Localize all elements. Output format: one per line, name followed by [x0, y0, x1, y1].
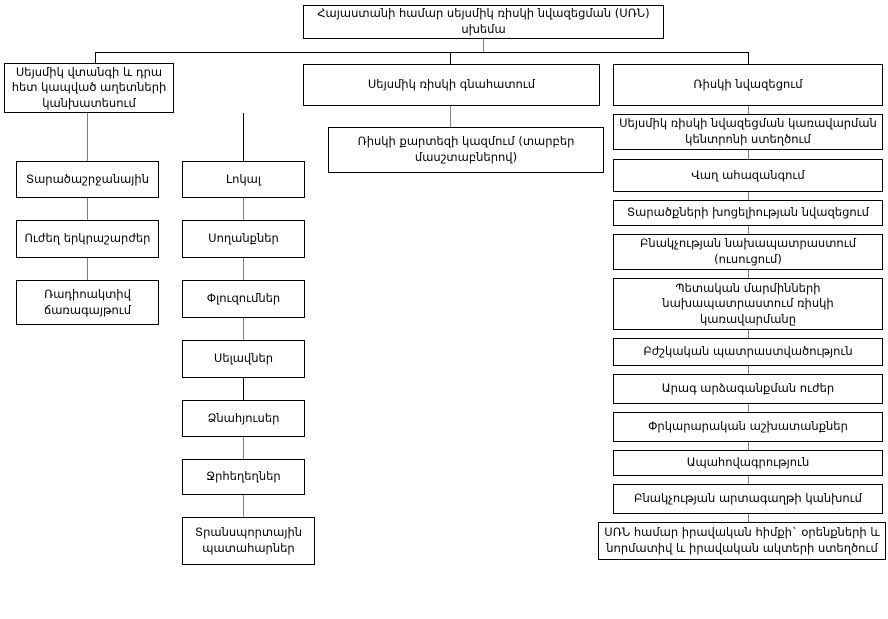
node-early-warning[interactable]: Վաղ ահազանգում	[613, 159, 883, 192]
node-branch-hazard-forecast-label: Սեյսմիկ վտանգի և դրա հետ կապված աղետների…	[11, 64, 167, 110]
node-avalanches[interactable]: Ձնահյուսեր	[182, 400, 305, 437]
connector-bus-to-branch-1	[95, 52, 96, 64]
node-prevent-emigration-label: Բնակչության արտագաղթի կանխում	[634, 491, 862, 506]
connector-local-3-4	[243, 318, 244, 340]
connector-reduction-7-8	[748, 404, 749, 412]
node-mudflows[interactable]: Սելավներ	[182, 340, 305, 378]
node-prevent-emigration[interactable]: Բնակչության արտագաղթի կանխում	[613, 484, 883, 514]
connector-reduction-3-4	[748, 226, 749, 234]
node-regional[interactable]: Տարածաշրջանային	[16, 161, 159, 198]
node-strong-earthquakes[interactable]: Ուժեղ երկրաշարժեր	[16, 220, 159, 258]
connector-regional-1-2	[87, 198, 88, 220]
node-branch-risk-assessment-label: Սեյսմիկ ռիսկի գնահատում	[367, 77, 536, 92]
node-floods-label: Ջրհեղեղներ	[206, 469, 281, 484]
node-radioactive-radiation[interactable]: Ռադիոակտիվ ճառագայթում	[16, 280, 159, 325]
connector-local-4-5	[243, 378, 244, 400]
node-public-preparedness[interactable]: Բնակչության նախապատրաստում (ուսուցում)	[613, 234, 883, 270]
node-collapses-label: Փլուզումներ	[206, 291, 281, 306]
node-insurance[interactable]: Ապահովագրություն	[613, 450, 883, 476]
connector-regional-2-3	[87, 258, 88, 280]
node-floods[interactable]: Ջրհեղեղներ	[182, 459, 305, 495]
connector-reduction-1-2	[748, 150, 749, 159]
connector-reduction-6-7	[748, 366, 749, 374]
node-vulnerability-reduction[interactable]: Տարածքների խոցելիության նվազեցում	[613, 200, 883, 226]
connector-reduction-5-6	[748, 330, 749, 338]
connector-reduction-10-11	[748, 514, 749, 522]
node-local[interactable]: Լոկալ	[182, 161, 305, 198]
node-risk-map-label: Ռիսկի քարտեզի կազմում (տարբեր մասշտաբներ…	[357, 134, 575, 164]
connector-local-5-6	[243, 437, 244, 459]
node-landslides-label: Սողանքներ	[208, 231, 279, 246]
connector-reduction-2-3	[748, 192, 749, 200]
node-rapid-response-forces[interactable]: Արագ արձագանքման ուժեր	[613, 374, 883, 404]
node-regional-label: Տարածաշրջանային	[25, 171, 150, 186]
connector-local-2-3	[243, 258, 244, 280]
node-branch-risk-reduction[interactable]: Ռիսկի նվազեցում	[613, 64, 883, 106]
node-strong-earthquakes-label: Ուժեղ երկրաշարժեր	[24, 231, 151, 246]
connector-branch1-to-regional	[87, 113, 88, 161]
node-state-bodies-preparedness[interactable]: Պետական մարմինների նախապատրաստում ռիսկի …	[613, 278, 883, 330]
connector-local-1-2	[243, 198, 244, 220]
connector-bus-to-branch-3	[748, 52, 749, 64]
connector-main-bus	[95, 52, 749, 53]
node-collapses[interactable]: Փլուզումներ	[182, 280, 305, 318]
node-landslides[interactable]: Սողանքներ	[182, 220, 305, 258]
node-root-title[interactable]: Հայաստանի համար սեյսմիկ ռիսկի նվազեցման …	[303, 5, 664, 39]
node-management-center-label: Սեյսմիկ ռիսկի նվազեցման կառավարման կենտր…	[619, 116, 877, 146]
node-root-title-label: Հայաստանի համար սեյսմիկ ռիսկի նվազեցման …	[317, 6, 650, 36]
node-branch-risk-assessment[interactable]: Սեյսմիկ ռիսկի գնահատում	[303, 64, 600, 106]
node-early-warning-label: Վաղ ահազանգում	[691, 167, 805, 182]
node-mudflows-label: Սելավներ	[213, 351, 274, 366]
node-insurance-label: Ապահովագրություն	[686, 455, 810, 470]
node-management-center[interactable]: Սեյսմիկ ռիսկի նվազեցման կառավարման կենտր…	[613, 114, 883, 150]
connector-reduction-4-5	[748, 270, 749, 278]
node-rescue-works-label: Փրկարարական աշխատանքներ	[648, 419, 848, 434]
node-rescue-works[interactable]: Փրկարարական աշխատանքներ	[613, 412, 883, 442]
node-transport-accidents-label: Տրանսպորտային պատահարներ	[194, 525, 303, 555]
node-state-bodies-preparedness-label: Պետական մարմինների նախապատրաստում ռիսկի …	[662, 280, 834, 326]
node-medical-preparedness-label: Բժշկական պատրաստվածություն	[643, 344, 853, 359]
node-risk-map[interactable]: Ռիսկի քարտեզի կազմում (տարբեր մասշտաբներ…	[328, 127, 604, 173]
node-rapid-response-forces-label: Արագ արձագանքման ուժեր	[661, 381, 835, 396]
node-local-label: Լոկալ	[225, 171, 262, 186]
node-vulnerability-reduction-label: Տարածքների խոցելիության նվազեցում	[627, 205, 869, 220]
connector-branch1-to-local	[243, 113, 244, 161]
node-legal-framework[interactable]: ՍՌՆ համար իրավական հիմքի` օրենքների և նո…	[598, 522, 886, 560]
connector-bus-to-branch-2	[450, 52, 451, 64]
node-transport-accidents[interactable]: Տրանսպորտային պատահարներ	[182, 517, 315, 565]
node-medical-preparedness[interactable]: Բժշկական պատրաստվածություն	[613, 338, 883, 366]
connector-branch2-to-riskmap	[450, 106, 451, 127]
node-legal-framework-label: ՍՌՆ համար իրավական հիմքի` օրենքների և նո…	[604, 525, 880, 555]
connector-reduction-8-9	[748, 442, 749, 450]
node-public-preparedness-label: Բնակչության նախապատրաստում (ուսուցում)	[639, 236, 856, 266]
node-branch-hazard-forecast[interactable]: Սեյսմիկ վտանգի և դրա հետ կապված աղետների…	[4, 63, 174, 113]
node-radioactive-radiation-label: Ռադիոակտիվ ճառագայթում	[43, 286, 132, 317]
connector-root-down	[483, 38, 484, 53]
connector-local-6-7	[243, 495, 244, 517]
node-avalanches-label: Ձնահյուսեր	[207, 410, 280, 425]
connector-reduction-9-10	[748, 476, 749, 484]
node-branch-risk-reduction-label: Ռիսկի նվազեցում	[693, 77, 803, 92]
connector-branch3-to-1	[748, 106, 749, 114]
